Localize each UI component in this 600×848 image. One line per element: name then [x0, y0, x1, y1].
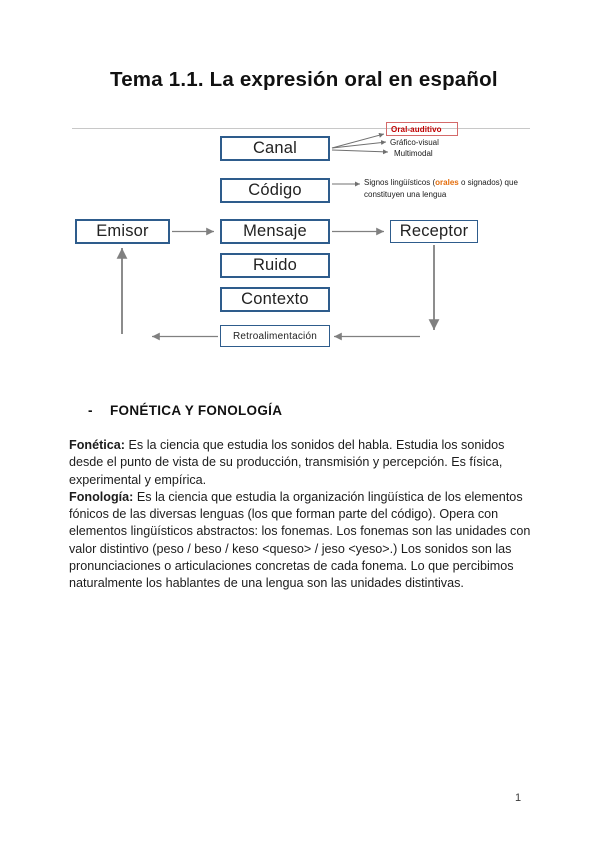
diagram-node-receptor[interactable]: Receptor — [390, 220, 478, 243]
diagram-node-emisor[interactable]: Emisor — [75, 219, 170, 244]
paragraph-fonetica-text: Es la ciencia que estudia los sonidos de… — [69, 438, 505, 487]
page-number: 1 — [515, 792, 522, 804]
diagram-node-retroalimentacion[interactable]: Retroalimentación — [220, 325, 330, 347]
section-bullet-dash: - — [88, 403, 93, 418]
diagram-node-ruido[interactable]: Ruido — [220, 253, 330, 278]
body-text: Fonética: Es la ciencia que estudia los … — [69, 437, 535, 593]
section-heading-label: FONÉTICA Y FONOLOGÍA — [110, 403, 283, 418]
annotation-canal-grafico-visual: Gráfico-visual — [390, 138, 439, 147]
annotation-canal-oral-auditivo: Oral-auditivo — [391, 124, 442, 134]
diagram-node-mensaje[interactable]: Mensaje — [220, 219, 330, 244]
term-fonologia: Fonología — [69, 489, 130, 504]
term-fonetica-separator: : — [120, 438, 125, 452]
annotation-canal-multimodal: Multimodal — [394, 149, 433, 158]
annotation-codigo-part2: o signados) que — [458, 178, 518, 187]
paragraph-fonetica: Fonética: Es la ciencia que estudia los … — [69, 437, 535, 489]
annotation-codigo-line2: constituyen una lengua — [364, 190, 447, 199]
annotation-codigo: Signos lingüísticos (orales o signados) … — [364, 177, 544, 201]
annotation-codigo-highlight: orales — [435, 178, 459, 187]
communication-model-diagram: Canal Código Mensaje Ruido Contexto Retr… — [0, 118, 600, 368]
annotation-codigo-part1: Signos lingüísticos ( — [364, 178, 436, 187]
term-fonologia-separator: : — [129, 489, 134, 504]
section-heading: - FONÉTICA Y FONOLOGÍA — [88, 403, 282, 418]
diagram-top-divider — [72, 128, 530, 129]
term-fonetica: Fonética — [69, 438, 121, 452]
diagram-node-codigo[interactable]: Código — [220, 178, 330, 203]
page-title: Tema 1.1. La expresión oral en español — [110, 68, 498, 91]
diagram-node-canal[interactable]: Canal — [220, 136, 330, 161]
paragraph-fonologia: Fonología: Es la ciencia que estudia la … — [69, 489, 535, 593]
diagram-node-contexto[interactable]: Contexto — [220, 287, 330, 312]
annotation-canal-oral-auditivo-box: Oral-auditivo — [386, 122, 458, 136]
paragraph-fonologia-text: Es la ciencia que estudia la organizació… — [69, 489, 531, 591]
